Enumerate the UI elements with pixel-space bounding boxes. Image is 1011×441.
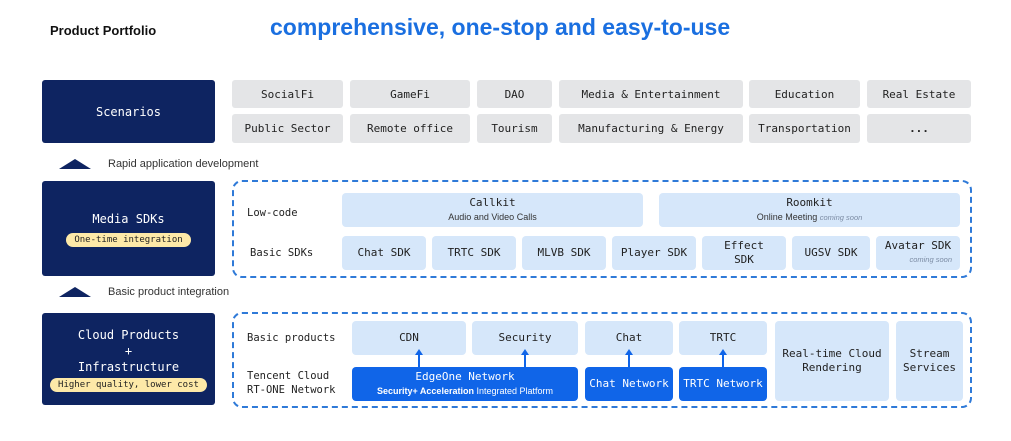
callkit-subtitle: Audio and Video Calls	[448, 212, 537, 222]
edgeone-sub-rest: Integrated Platform	[473, 386, 553, 396]
rapid-development-label: Rapid application development	[108, 158, 259, 170]
callkit-title: Callkit	[469, 196, 516, 209]
headline: comprehensive, one-stop and easy-to-use	[270, 14, 731, 40]
edgeone-subtitle: Security+ Acceleration Integrated Platfo…	[377, 384, 553, 398]
scenarios-label: Scenarios	[95, 104, 162, 119]
coming-soon-note: coming soon	[909, 255, 952, 264]
connector-line	[524, 355, 526, 367]
sdk-box: Chat SDK	[342, 236, 426, 270]
arrow-head-icon	[625, 349, 633, 355]
sdk-label: MLVB SDK	[537, 246, 591, 259]
scenario-chip: Public Sector	[232, 114, 343, 143]
rendering-line2: Rendering	[802, 361, 862, 374]
sdk-box: Avatar SDK coming soon	[876, 236, 960, 270]
connector-line	[722, 355, 724, 367]
trtc-network-box: TRTC Network	[679, 367, 767, 401]
trtc-network-label: TRTC Network	[683, 377, 763, 390]
stream-services-box: Stream Services	[896, 321, 963, 401]
product-label: CDN	[399, 331, 419, 344]
chat-network-label: Chat Network	[589, 377, 669, 390]
coming-soon-note: coming soon	[819, 212, 863, 222]
cloud-rendering-box: Real-time Cloud Rendering	[775, 321, 889, 401]
sdk-box: Player SDK	[612, 236, 696, 270]
stream-line1: Stream	[909, 347, 950, 360]
up-arrow-icon	[59, 287, 91, 297]
sdk-box: MLVB SDK	[522, 236, 606, 270]
sdk-label: UGSV SDK	[804, 246, 858, 259]
edgeone-network-box: EdgeOne Network Security+ Acceleration I…	[352, 367, 578, 401]
roomkit-title: Roomkit	[786, 195, 833, 209]
roomkit-sub-text: Online Meeting	[756, 211, 818, 222]
chat-network-box: Chat Network	[585, 367, 673, 401]
connector-line	[628, 355, 630, 367]
scenario-chip: Tourism	[477, 114, 552, 143]
basic-integration-label: Basic product integration	[108, 286, 230, 298]
more-chip: ...	[867, 114, 971, 143]
connector-line	[418, 355, 420, 367]
sdk-label: Player SDK	[620, 246, 688, 259]
scenario-chip: Remote office	[350, 114, 470, 143]
cloud-label-line1: Cloud Products	[77, 327, 180, 342]
product-label: Security	[498, 331, 552, 344]
low-code-label: Low-code	[247, 207, 298, 219]
scenario-chip: Real Estate	[867, 80, 971, 108]
scenarios-box: Scenarios	[42, 80, 215, 143]
product-label: Chat	[615, 331, 643, 344]
edgeone-sub-bold: Security+ Acceleration	[376, 386, 474, 396]
stream-line2: Services	[903, 361, 956, 374]
media-sdks-box: Media SDKs One-time integration	[42, 181, 215, 276]
scenario-chip: SocialFi	[232, 80, 343, 108]
scenario-chip: Media & Entertainment	[559, 80, 743, 108]
media-sdks-label: Media SDKs	[92, 211, 165, 226]
up-arrow-icon	[59, 159, 91, 169]
portfolio-title: Product Portfolio	[50, 23, 157, 38]
arrow-head-icon	[415, 349, 423, 355]
scenario-chip: Manufacturing & Energy	[559, 114, 743, 143]
cloud-label-line3: Infrastructure	[77, 359, 180, 374]
roomkit-box: Roomkit Online Meeting coming soon	[659, 193, 960, 227]
sdk-label: Avatar SDK	[884, 239, 952, 252]
sdk-box: UGSV SDK	[792, 236, 870, 270]
quality-cost-badge: Higher quality, lower cost	[50, 377, 207, 392]
arrow-head-icon	[521, 349, 529, 355]
scenario-chip: Education	[749, 80, 860, 108]
sdk-box: TRTC SDK	[432, 236, 516, 270]
sdk-box: Effect SDK	[702, 236, 786, 270]
cloud-products-box: Cloud Products + Infrastructure Higher q…	[42, 313, 215, 405]
sdk-label-line2: SDK	[734, 253, 754, 266]
roomkit-subtitle: Online Meeting coming soon	[757, 210, 863, 225]
sdk-label: TRTC SDK	[447, 246, 501, 259]
sdk-label: Effect	[724, 239, 764, 252]
media-sdks-panel	[232, 180, 972, 278]
basic-products-label: Basic products	[247, 332, 336, 344]
scenario-chip: GameFi	[350, 80, 470, 108]
cloud-products-panel	[232, 312, 972, 408]
basic-sdks-label: Basic SDKs	[250, 247, 314, 259]
rt-one-label-line2: RT-ONE Network	[247, 384, 336, 396]
arrow-head-icon	[719, 349, 727, 355]
rt-one-network-label: Tencent Cloud RT-ONE Network	[247, 369, 336, 397]
callkit-box: Callkit Audio and Video Calls	[342, 193, 643, 227]
rt-one-label-line1: Tencent Cloud	[247, 370, 330, 382]
edgeone-title: EdgeOne Network	[415, 370, 515, 383]
product-box: CDN	[352, 321, 466, 355]
one-time-integration-badge: One-time integration	[66, 232, 191, 247]
product-label: TRTC	[709, 331, 737, 344]
scenario-chip: DAO	[477, 80, 552, 108]
scenario-chip: Transportation	[749, 114, 860, 143]
rendering-line1: Real-time Cloud	[782, 347, 882, 360]
sdk-label: Chat SDK	[357, 246, 411, 259]
cloud-label-line2: +	[124, 343, 133, 358]
